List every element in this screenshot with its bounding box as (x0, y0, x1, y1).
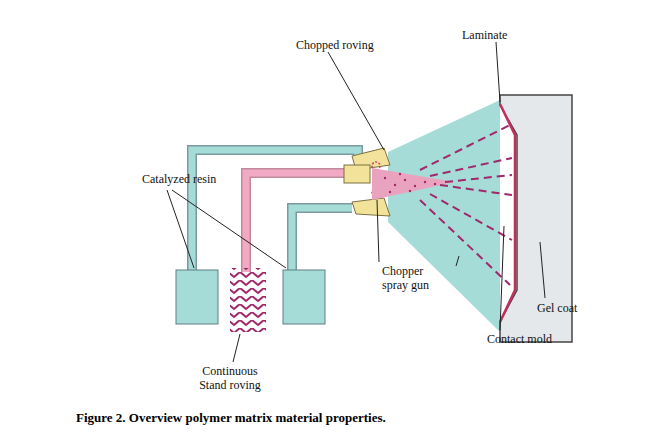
gelcoat-label: Gel coat (537, 301, 607, 315)
roving-label: Chopped roving (296, 38, 416, 52)
resin-label: Catalyzed resin (142, 172, 262, 186)
figure-caption: Figure 2. Overview polymer matrix materi… (76, 410, 386, 426)
gun-label: Chopper spray gun (382, 264, 442, 292)
strand-label: Continuous Stand roving (196, 364, 264, 392)
mold-label: Contact mold (487, 332, 587, 346)
laminate-label: Laminate (462, 28, 552, 42)
